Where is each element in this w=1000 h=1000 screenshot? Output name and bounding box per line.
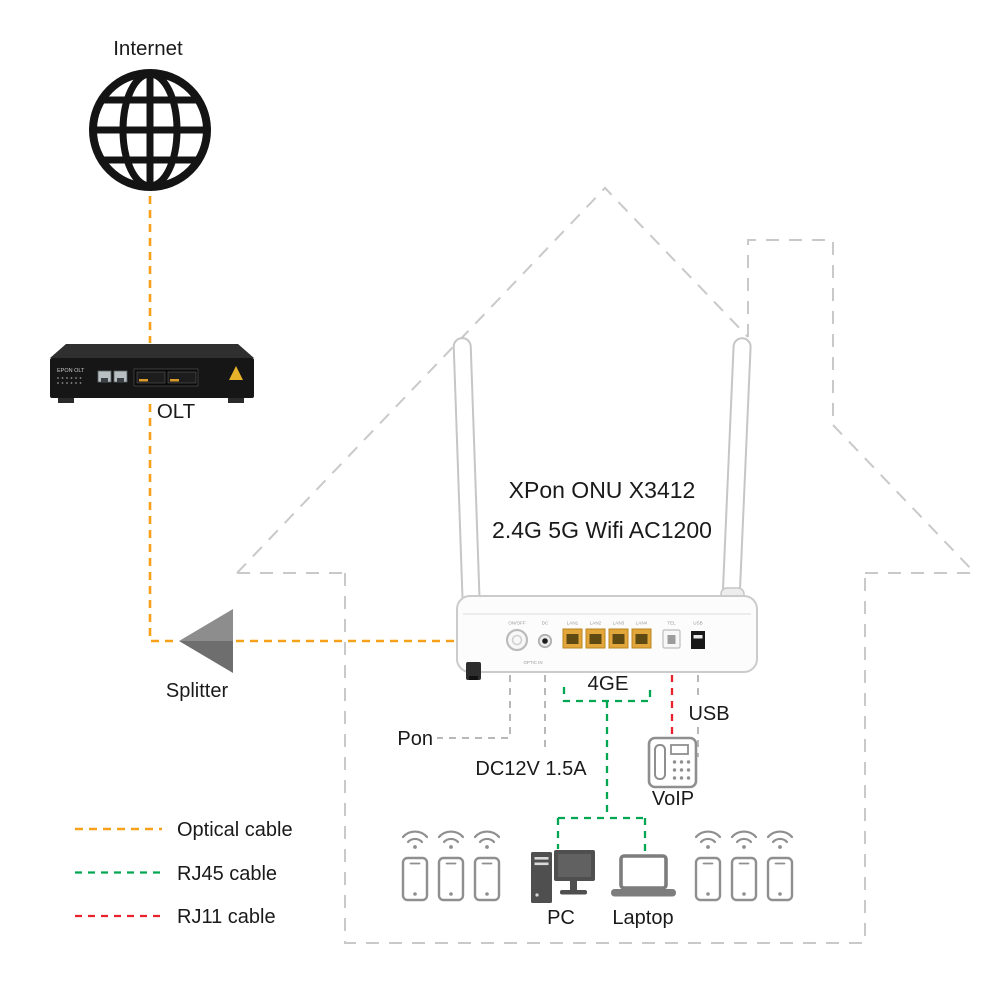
router-port-labels: ON/OFF DC LAN1 LAN2 LAN3 LAN4 TEL USB OP… bbox=[508, 621, 702, 666]
house-outline bbox=[236, 186, 976, 944]
olt-sfp-cage bbox=[133, 368, 199, 387]
olt-warning-triangle bbox=[229, 366, 243, 380]
smartphone-group-right bbox=[694, 830, 794, 902]
olt-foot bbox=[58, 398, 74, 403]
internet-label: Internet bbox=[113, 37, 183, 60]
optic-connector-slot bbox=[469, 676, 478, 680]
laptop-label: Laptop bbox=[612, 907, 673, 929]
optic-in-label: OPTIC IN bbox=[523, 660, 542, 665]
pc-label: PC bbox=[547, 907, 575, 929]
olt-device: EPON OLT bbox=[50, 344, 254, 403]
olt-device-text: EPON OLT bbox=[57, 368, 85, 374]
dc-port-label: DC bbox=[542, 621, 549, 626]
smartphone-icon bbox=[766, 856, 794, 902]
rj45-cable-run bbox=[556, 687, 652, 855]
optic-connector bbox=[466, 662, 481, 680]
lan-ports bbox=[562, 628, 652, 649]
splitter-label: Splitter bbox=[166, 680, 229, 702]
voip-phone-icon bbox=[647, 736, 698, 789]
pon-label: Pon bbox=[397, 728, 433, 750]
dc-jack-pin bbox=[542, 638, 548, 644]
tel-port-label: TEL bbox=[667, 621, 676, 626]
usb-port-label: USB bbox=[693, 621, 702, 626]
power-button bbox=[505, 628, 529, 652]
internet-globe-icon bbox=[89, 69, 211, 191]
wifi-icon bbox=[437, 830, 465, 851]
smartphone-icon bbox=[730, 856, 758, 902]
smartphone-icon bbox=[694, 856, 722, 902]
olt-led-indicators bbox=[57, 377, 82, 384]
olt-rj45-ports bbox=[97, 370, 128, 383]
legend-optical-label: Optical cable bbox=[177, 819, 293, 841]
usb-label: USB bbox=[688, 703, 729, 725]
lan1-port-label: LAN1 bbox=[567, 621, 579, 626]
smartphone-icon bbox=[401, 856, 429, 902]
optical-cable-run bbox=[148, 196, 456, 643]
pon-callout-line bbox=[437, 675, 511, 739]
usb-port bbox=[691, 631, 705, 649]
dc-power-label: DC12V 1.5A bbox=[475, 758, 587, 780]
power-button-ring bbox=[511, 634, 523, 646]
wifi-icon bbox=[473, 830, 501, 851]
smartphone-icon bbox=[473, 856, 501, 902]
router-antenna-right bbox=[721, 337, 752, 620]
splitter-icon bbox=[179, 609, 233, 673]
olt-foot bbox=[228, 398, 244, 403]
lan-group-bracket bbox=[556, 687, 652, 855]
smartphone-group-left bbox=[401, 830, 501, 902]
lan4-port-label: LAN4 bbox=[636, 621, 648, 626]
laptop-icon bbox=[611, 854, 676, 897]
lan-group-label: 4GE bbox=[587, 672, 628, 695]
olt-top-face bbox=[50, 344, 254, 358]
wifi-icon bbox=[766, 830, 794, 851]
lan2-port-slot bbox=[589, 634, 602, 644]
legend-rj45-label: RJ45 cable bbox=[177, 863, 277, 885]
usb-port-tongue bbox=[693, 635, 703, 639]
lan4-port-slot bbox=[635, 634, 648, 644]
pc-icon bbox=[531, 850, 595, 903]
lan2-port-label: LAN2 bbox=[590, 621, 602, 626]
legend-rj11-label: RJ11 cable bbox=[177, 906, 276, 928]
voip-keypad bbox=[672, 760, 691, 780]
voip-label: VoIP bbox=[652, 788, 694, 810]
router-model-label: XPon ONU X3412 bbox=[509, 477, 696, 503]
router-wifi-spec-label: 2.4G 5G Wifi AC1200 bbox=[492, 517, 712, 543]
router-body bbox=[456, 595, 758, 673]
legend: Optical cable RJ45 cable RJ11 cable bbox=[75, 819, 293, 928]
router-antenna-left bbox=[452, 337, 481, 619]
tel-port-slot bbox=[667, 635, 676, 644]
lan3-port-label: LAN3 bbox=[613, 621, 625, 626]
wifi-icon bbox=[401, 830, 429, 851]
smartphone-icon bbox=[437, 856, 465, 902]
wifi-icon bbox=[730, 830, 758, 851]
router-device: ON/OFF DC LAN1 LAN2 LAN3 LAN4 TEL USB OP… bbox=[452, 337, 758, 680]
power-port-label: ON/OFF bbox=[508, 621, 526, 626]
optical-cable-olt-splitter bbox=[148, 404, 177, 643]
lan1-port-slot bbox=[566, 634, 579, 644]
wifi-icon bbox=[694, 830, 722, 851]
olt-label: OLT bbox=[157, 400, 196, 423]
lan3-port-slot bbox=[612, 634, 625, 644]
